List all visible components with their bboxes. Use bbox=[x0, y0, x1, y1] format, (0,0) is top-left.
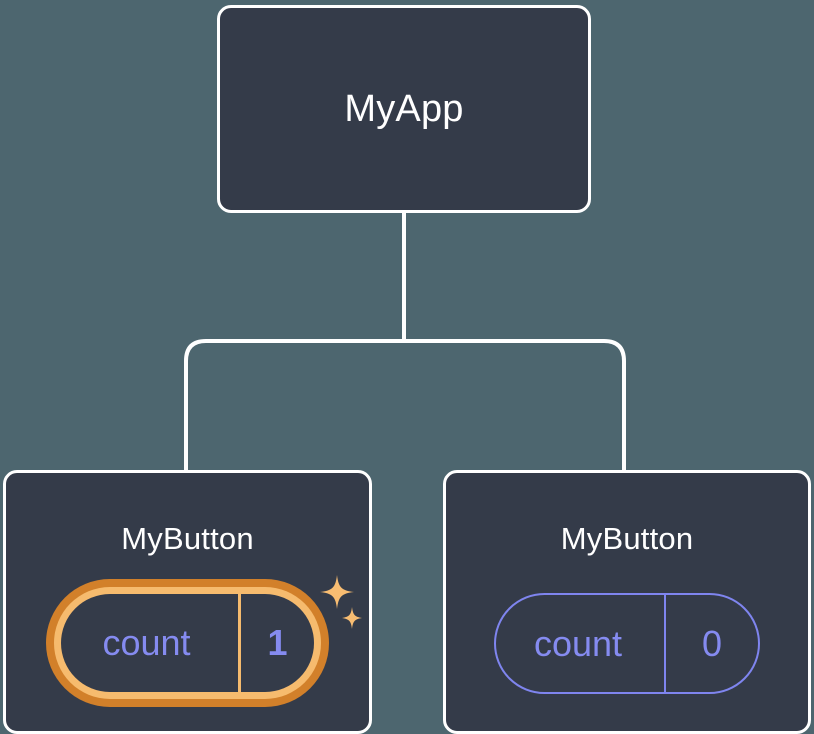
state-pill-right[interactable]: count 0 bbox=[494, 593, 760, 694]
state-pill-left[interactable]: count 1 bbox=[61, 594, 314, 692]
state-pill-left-value: 1 bbox=[267, 622, 288, 663]
node-mybutton-right[interactable]: MyButton count 0 bbox=[443, 470, 811, 734]
connector-branch-bus bbox=[184, 339, 626, 470]
node-mybutton-right-title: MyButton bbox=[560, 521, 694, 556]
node-mybutton-left[interactable]: MyButton count 1 bbox=[3, 470, 372, 734]
state-pill-right-key: count bbox=[496, 595, 666, 692]
state-pill-left-inner-ring: count 1 bbox=[54, 587, 321, 699]
state-pill-left-key: count bbox=[61, 594, 241, 692]
state-pill-right-value: 0 bbox=[701, 622, 723, 664]
sparkle-large bbox=[320, 575, 354, 609]
sparkle-small bbox=[342, 607, 362, 629]
node-myapp-title: MyApp bbox=[344, 87, 464, 130]
state-pill-left-highlight-ring: count 1 bbox=[46, 579, 329, 707]
state-pill-left-wrapper: count 1 bbox=[46, 575, 362, 707]
node-mybutton-left-title: MyButton bbox=[121, 521, 254, 556]
node-myapp[interactable]: MyApp bbox=[217, 5, 591, 213]
state-pill-right-wrapper: count 0 bbox=[494, 593, 760, 694]
